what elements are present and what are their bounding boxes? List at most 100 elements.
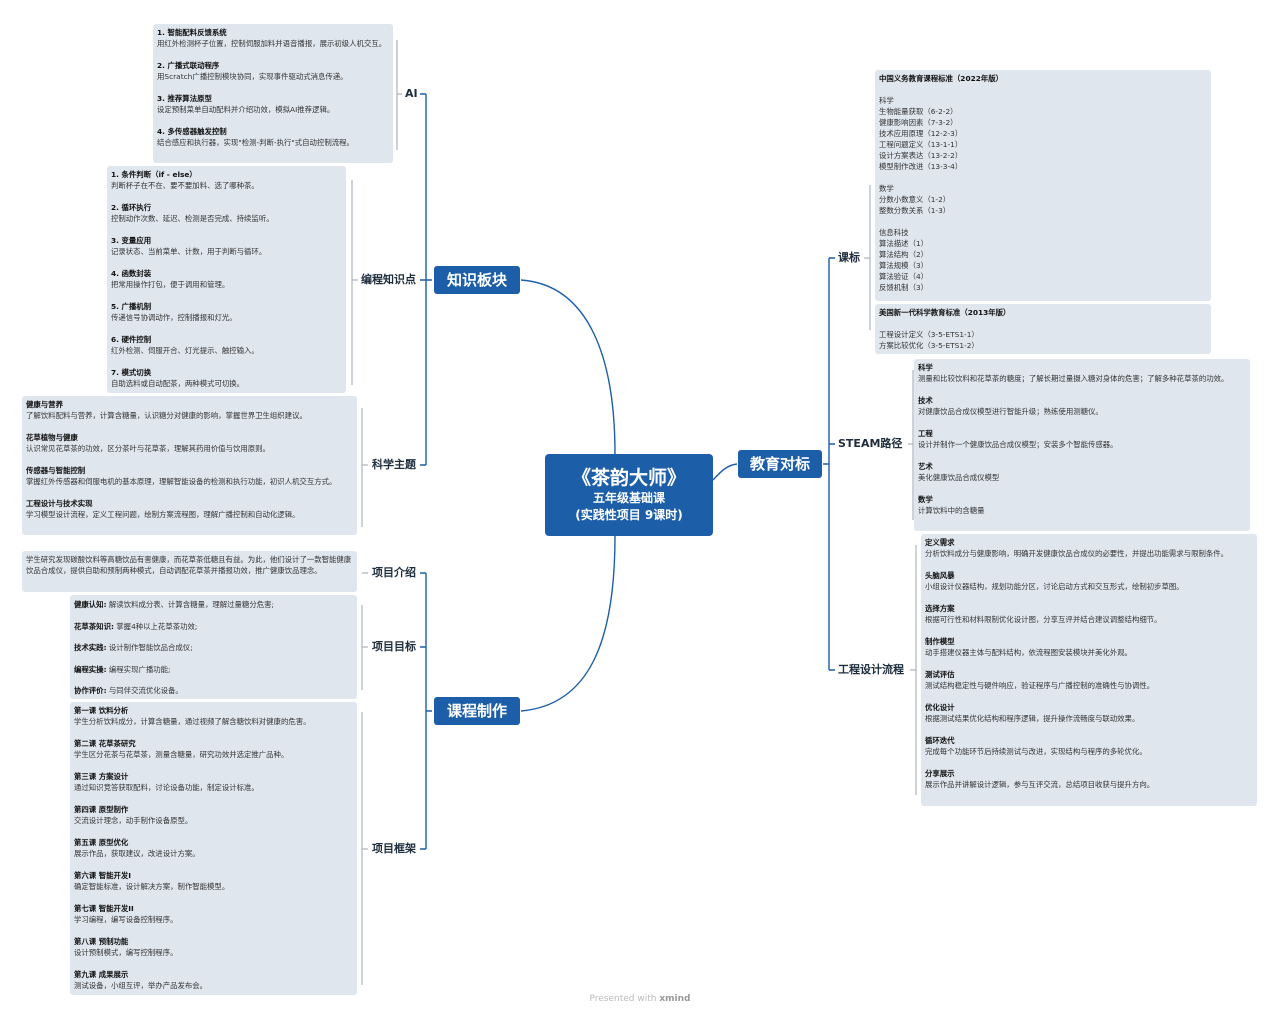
science-detail-box: 健康与营养了解饮料配料与营养，计算含糖量，认识糖分对健康的影响，掌握世界卫生组织… [22,396,357,535]
coding-item-title: 4. 函数封装 [111,269,152,278]
sub-node-design[interactable]: 工程设计流程 [838,663,904,676]
frame-item-title: 第七课 智能开发II [74,904,134,913]
science-item-desc: 了解饮料配料与营养，计算含糖量，认识糖分对健康的影响，掌握世界卫生组织建议。 [26,411,307,420]
design-item: 优化设计根据测试结果优化结构和程序逻辑，提升操作流畅度与联动效果。 [925,702,1253,724]
spacer [879,318,1207,329]
design-item-desc: 完成每个功能环节后持续测试与改进，实现结构与程序的多轮优化。 [925,747,1147,756]
standard-cn-title: 中国义务教育课程标准（2022年版） [879,74,1004,83]
link-knowledge-subs [425,94,432,465]
goal-item-text: 掌握4种以上花草茶功效; [116,621,198,631]
spacer [879,216,1207,227]
ai-item: 2. 广播式联动程序用Scratch广播控制模块协同，实现事件驱动式消息传递。 [157,60,389,82]
design-item-title: 分享展示 [925,769,955,778]
coding-item-desc: 控制动作次数、延迟、检测是否完成、持续监听。 [111,214,274,223]
goal-item-label: 健康认知: [74,600,107,609]
ai-item: 3. 推荐算法原型设定预制菜单自动配料并介绍功效，模拟AI推荐逻辑。 [157,93,389,115]
design-item-desc: 小组设计仪器结构，规划功能分区，讨论启动方式和交互形式，绘制初步草图。 [925,582,1184,591]
coding-item-desc: 判断杯子在不在、要不要加料、选了哪种茶。 [111,181,259,190]
coding-item-title: 2. 循环执行 [111,203,152,212]
sub-node-steam[interactable]: STEAM路径 [838,437,903,450]
standard-cn-box: 中国义务教育课程标准（2022年版）科学生物能量获取（6-2-2）健康影响因素（… [875,70,1211,301]
design-item-desc: 动手搭建仪器主体与配料结构，依流程图安装模块并美化外观。 [925,648,1132,657]
footer-prefix: Presented with [589,994,657,1004]
ai-item-desc: 设定预制菜单自动配料并介绍功效，模拟AI推荐逻辑。 [157,105,335,114]
steam-item-title: 技术 [918,396,933,405]
steam-item-desc: 测量和比较饮料和花草茶的糖度；了解长期过量摄入糖对身体的危害；了解多种花草茶的功… [918,374,1229,383]
coding-item-desc: 把常用操作打包，便于调用和管理。 [111,280,230,289]
goal-item-label: 编程实操: [74,664,107,674]
coding-item-title: 3. 变量应用 [111,236,152,245]
goal-item: 花草茶知识: 掌握4种以上花草茶功效; [74,621,353,632]
design-item-title: 循环迭代 [925,736,955,745]
frame-item-title: 第三课 方案设计 [74,772,129,781]
design-item-desc: 根据测试结果优化结构和程序逻辑，提升操作流畅度与联动效果。 [925,714,1140,723]
design-item-title: 定义需求 [925,538,955,547]
sub-node-science[interactable]: 科学主题 [372,458,416,471]
coding-item: 3. 变量应用记录状态、当前菜单、计数，用于判断与循环。 [111,235,342,257]
goal-item: 协作评价: 与同伴交流优化设备。 [74,685,353,696]
design-item: 定义需求分析饮料成分与健康影响，明确开发健康饮品合成仪的必要性，并提出功能需求与… [925,537,1253,559]
steam-item-title: 数学 [918,495,933,504]
sub-node-intro[interactable]: 项目介绍 [372,566,416,579]
sub-node-standard[interactable]: 课标 [838,251,860,264]
design-item-title: 制作模型 [925,637,955,646]
ai-item-title: 4. 多传感器触发控制 [157,127,227,136]
frame-item-desc: 交流设计理念，动手制作设备原型。 [74,816,193,825]
steam-detail-box: 科学测量和比较饮料和花草茶的糖度；了解长期过量摄入糖对身体的危害；了解多种花草茶… [914,359,1250,531]
sub-node-ai[interactable]: AI [405,87,418,100]
standard-line: 算法规模（3） [879,261,929,270]
standard-line: 设计方案表达（13-2-2） [879,151,963,160]
frame-item-desc: 学习编程，编写设备控制程序。 [74,915,178,924]
design-item-desc: 测试结构稳定性与硬件响应，验证程序与广播控制的准确性与协调性。 [925,681,1155,690]
frame-item: 第三课 方案设计通过知识竞答获取配料，讨论设备功能，制定设计标准。 [74,771,353,793]
design-item: 制作模型动手搭建仪器主体与配料结构，依流程图安装模块并美化外观。 [925,636,1253,658]
coding-item-title: 6. 硬件控制 [111,335,152,344]
design-item-desc: 分析饮料成分与健康影响，明确开发健康饮品合成仪的必要性，并提出功能需求与限制条件… [925,549,1229,558]
spacer [879,172,1207,183]
main-node-edu[interactable]: 教育对标 [738,450,822,478]
science-item: 健康与营养了解饮料配料与营养，计算含糖量，认识糖分对健康的影响，掌握世界卫生组织… [26,399,353,421]
goal-item: 健康认知: 解读饮料成分表、计算含糖量，理解过量糖分危害; [74,599,353,610]
coding-item: 4. 函数封装把常用操作打包，便于调用和管理。 [111,268,342,290]
frame-item: 第七课 智能开发II 学习编程，编写设备控制程序。 [74,903,353,925]
steam-item: 科学测量和比较饮料和花草茶的糖度；了解长期过量摄入糖对身体的危害；了解多种花草茶… [918,362,1246,384]
steam-item: 工程设计并制作一个健康饮品合成仪模型；安装多个智能传感器。 [918,428,1246,450]
design-item: 循环迭代完成每个功能环节后持续测试与改进，实现结构与程序的多轮优化。 [925,735,1253,757]
design-item: 分享展示展示作品并讲解设计逻辑，参与互评交流，总结项目收获与提升方向。 [925,768,1253,790]
footer-credit: Presented with xmind [0,994,1280,1004]
standard-line: 分数小数意义（1-2） [879,195,951,204]
frame-item-title: 第八课 预制功能 [74,937,129,946]
steam-item-desc: 对健康饮品合成仪模型进行智能升级；熟练使用测糖仪。 [918,407,1103,416]
main-node-course[interactable]: 课程制作 [434,697,520,725]
standard-line: 方案比较优化（3-5-ETS1-2） [879,341,979,350]
ai-item-title: 2. 广播式联动程序 [157,61,220,70]
standard-line: 健康影响因素（7-3-2） [879,118,958,127]
ai-item-desc: 用红外检测杯子位置，控制伺服加料并语音播报，展示初级人机交互。 [157,39,387,48]
goal-item: 技术实践: 设计制作智能饮品合成仪; [74,642,353,653]
central-topic[interactable]: 《茶韵大师》 五年级基础课 (实践性项目 9课时) [545,454,713,536]
frame-item-desc: 设计预制模式，编写控制程序。 [74,948,178,957]
standard-line: 工程设计定义（3-5-ETS1-1） [879,330,979,339]
main-node-knowledge[interactable]: 知识板块 [434,266,520,294]
standard-line: 模型制作改进（13-3-4） [879,162,963,171]
frame-item-desc: 学生分析饮料成分，计算含糖量，通过视频了解含糖饮料对健康的危害。 [74,717,311,726]
goal-item-label: 花草茶知识: [74,621,114,631]
frame-item-desc: 测试设备，小组互评，举办产品发布会。 [74,981,208,990]
intro-text: 学生研究发现碳酸饮料等高糖饮品有害健康，而花草茶低糖且有益。为此，他们设计了一款… [26,555,352,575]
design-item-title: 优化设计 [925,703,955,712]
standard-group-name: 数学 [879,184,894,193]
science-item: 传感器与智能控制掌握红外传感器和伺服电机的基本原理，理解智能设备的检测和执行功能… [26,465,353,487]
frame-detail-box: 第一课 饮料分析学生分析饮料成分，计算含糖量，通过视频了解含糖饮料对健康的危害。… [70,702,357,995]
coding-item-title: 7. 模式切换 [111,368,152,377]
frame-item-desc: 确定智能标准，设计解决方案，制作智能模型。 [74,882,230,891]
standard-line: 算法验证（4） [879,272,929,281]
sub-node-goal[interactable]: 项目目标 [372,640,416,653]
design-detail-box: 定义需求分析饮料成分与健康影响，明确开发健康饮品合成仪的必要性，并提出功能需求与… [921,534,1257,806]
science-item: 工程设计与技术实现学习模型设计流程，定义工程问题，绘制方案流程图，理解广播控制和… [26,498,353,520]
sub-node-coding[interactable]: 编程知识点 [361,273,416,286]
design-item: 头脑风暴小组设计仪器结构，规划功能分区，讨论启动方式和交互形式，绘制初步草图。 [925,570,1253,592]
steam-item: 数学计算饮料中的含糖量 [918,494,1246,516]
goal-item: 编程实操: 编程实现广播功能; [74,664,353,675]
sub-node-frame[interactable]: 项目框架 [372,842,416,855]
